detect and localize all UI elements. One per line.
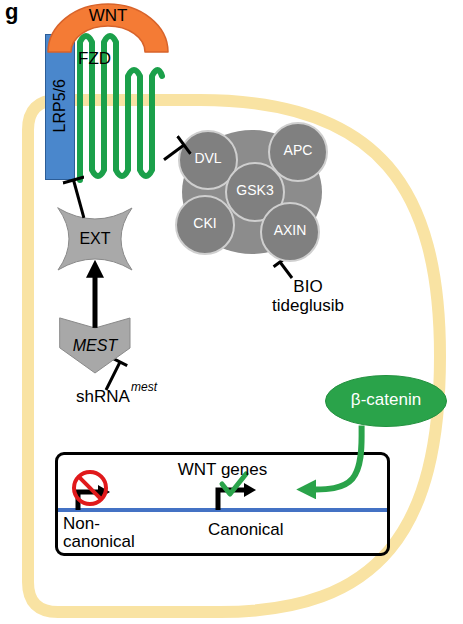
node-text: EXT [58,230,132,248]
star-shape-fill [58,208,132,270]
wnt-ligand: WNT [45,2,170,54]
node-text: AXIN [260,223,320,238]
node-text: Non- canonical [63,515,149,551]
node-text: DVL [178,151,238,166]
node-text: GSK3 [225,183,285,198]
inhibition-connector [74,180,84,218]
complex-circle: AXIN [260,202,320,262]
node-text: MEST [60,337,130,355]
chevron-shape-fill [60,318,130,373]
panel-letter: g [5,0,35,24]
node-text: LRP5/6 [51,33,69,179]
star-shape: EXT [58,208,132,270]
node-text: FZD [78,50,128,69]
co-receptor: LRP5/6 [45,34,75,180]
complex-circle-fill [269,123,327,181]
gene-promoter-head [244,483,256,497]
node-text: CKI [175,216,235,231]
activation-arrow [93,269,98,328]
node-text: Canonical [208,521,308,540]
complex-circle: CKI [175,195,235,255]
node-text: WNT [45,7,171,26]
nucleus-box: WNT genesNon- canonical Canonical [55,452,390,556]
ellipse-node: β-catenin [325,375,447,427]
inhibition-line [280,262,292,278]
complex-circle-fill [176,196,234,254]
inhibition-line [106,362,120,390]
superscript-label: mest [131,381,171,394]
prohibition-sign [74,472,106,504]
node-text: WNT genes [58,461,387,480]
cell-membrane [28,100,440,612]
chevron-shape: MEST [60,318,130,373]
inhibitor-label: shRNA [76,388,136,407]
prohibition-slash [79,477,102,500]
inhibition-bar [113,358,127,365]
activation-arrow [306,425,361,489]
ellipse-node-fill [326,376,447,427]
complex-circle-fill [261,203,319,261]
dna-strand [58,508,387,512]
node-text: β-catenin [325,391,447,410]
inhibitor-label: BIO tideglusib [263,278,353,315]
node-text: APC [268,143,328,158]
